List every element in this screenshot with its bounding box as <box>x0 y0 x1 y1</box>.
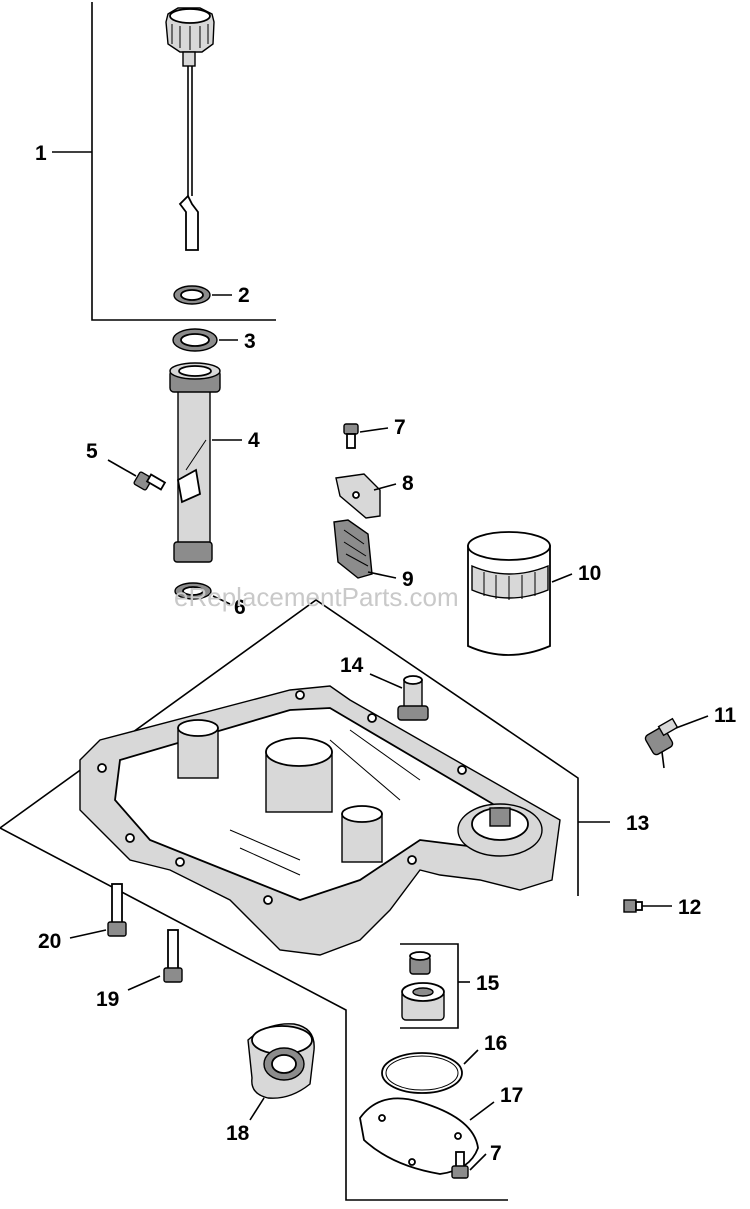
callout-8: 8 <box>402 472 414 495</box>
screw-part-5 <box>133 471 167 491</box>
o-ring-part-2 <box>173 285 211 305</box>
callout-14: 14 <box>340 654 364 677</box>
callout-13: 13 <box>626 812 649 835</box>
o-ring-part-6 <box>174 582 212 600</box>
callout-15: 15 <box>476 972 500 995</box>
oil-pump-gear-part <box>409 951 431 975</box>
bolt-part-19 <box>163 929 183 983</box>
callout-6: 6 <box>234 596 246 619</box>
oil-pressure-switch-part <box>644 717 679 769</box>
screw-part-7-bottom <box>451 1151 469 1179</box>
callout-16: 16 <box>484 1032 507 1055</box>
callout-10: 10 <box>578 562 601 585</box>
dipstick-bracket <box>52 2 276 321</box>
baffle-plate-part <box>335 473 381 519</box>
dipstick-tube-part <box>169 362 221 563</box>
oil-pan-bracket <box>0 599 610 1201</box>
fitting-part-14 <box>397 675 429 721</box>
cover-plate-part <box>359 1097 479 1175</box>
callout-11: 11 <box>714 704 737 727</box>
callout-1: 1 <box>35 142 47 165</box>
callout-19: 19 <box>96 988 119 1011</box>
oil-screen-part <box>333 519 373 579</box>
o-ring-part-16 <box>381 1052 463 1094</box>
oil-pump-rotor-part <box>401 982 445 1021</box>
oil-pump-bracket <box>400 943 470 1029</box>
callout-9: 9 <box>402 568 414 591</box>
callout-4: 4 <box>248 429 260 452</box>
oil-seal-part <box>247 1023 315 1099</box>
watermark-text: eReplacementParts.com <box>174 582 459 612</box>
callout-18: 18 <box>226 1122 250 1145</box>
screw-part-7-top <box>343 423 359 449</box>
callout-2: 2 <box>238 284 250 307</box>
plug-part-12 <box>623 899 643 913</box>
o-ring-part-3 <box>172 328 218 352</box>
oil-pan-part <box>79 685 561 956</box>
bolt-part-20 <box>107 883 127 937</box>
callout-7-bottom: 7 <box>490 1142 502 1165</box>
leader-lines <box>69 294 709 1171</box>
callout-3: 3 <box>244 330 256 353</box>
dipstick-part <box>165 7 215 251</box>
callout-20: 20 <box>38 930 61 953</box>
callout-12: 12 <box>678 896 701 919</box>
oil-filter-part <box>467 531 551 656</box>
callout-5: 5 <box>86 440 98 463</box>
callout-7-top: 7 <box>394 416 406 439</box>
callout-17: 17 <box>500 1084 523 1107</box>
